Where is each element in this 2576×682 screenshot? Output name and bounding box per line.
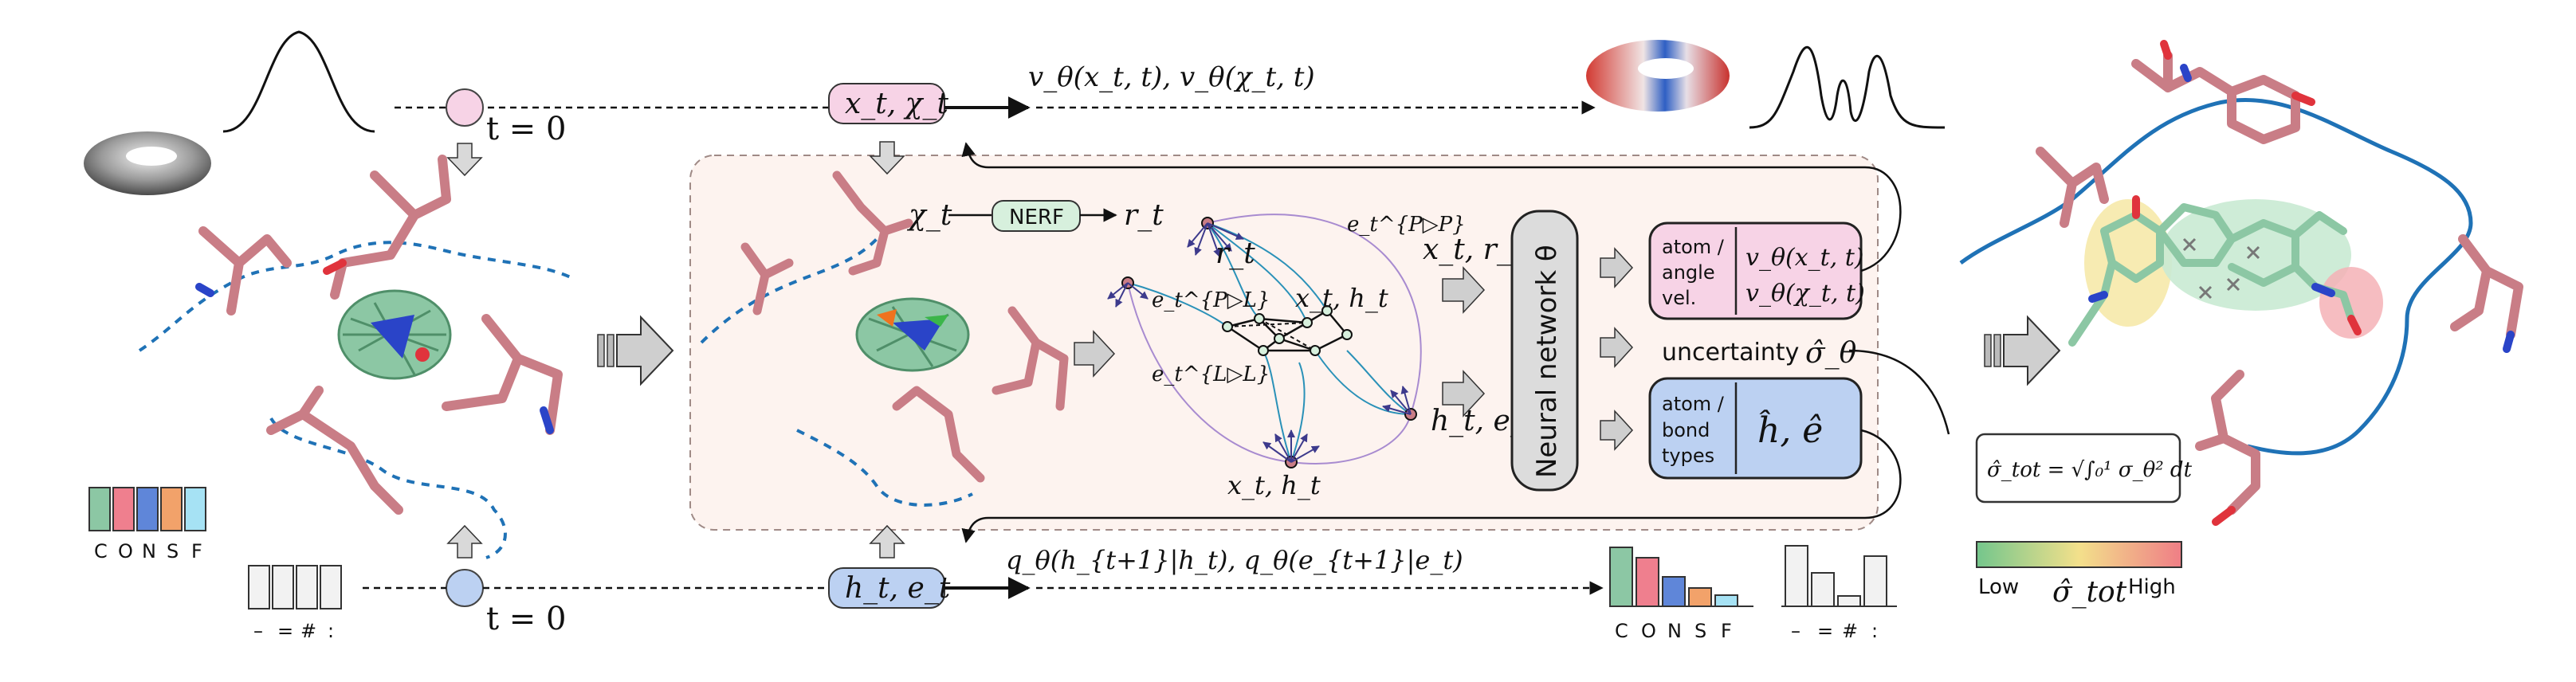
bottom-up-arrow: [446, 524, 483, 559]
ligand-cloud-left: [337, 289, 452, 380]
graph-r-t-label: r_t: [1215, 237, 1255, 270]
protein-pocket-dashed-lower: [269, 417, 507, 559]
svg-text:angle: angle: [1662, 261, 1715, 284]
velocity-output-box: atom / angle vel. v_θ(x_t, t) v_θ(χ_t, t…: [1648, 221, 1865, 320]
center-panel-frame: [689, 155, 1879, 531]
bond-type-legend-left: – = # :: [248, 565, 342, 642]
svg-text:#: #: [1842, 620, 1858, 642]
top-time-label: t = 0: [486, 111, 566, 147]
graph-e-ppl-label: e_t^{P▷L}: [1152, 288, 1270, 312]
uncertainty-to-formula: [1848, 349, 1950, 435]
svg-text:O: O: [1641, 620, 1656, 642]
svg-text::: :: [328, 620, 334, 642]
graph-x-h-mid-label: x_t, h_t: [1295, 283, 1388, 313]
gray-torus-icon: [84, 131, 211, 195]
top-state-box: [828, 83, 945, 124]
svg-text:–: –: [1791, 620, 1800, 642]
svg-text:N: N: [142, 540, 156, 562]
graph-e-ppp-label: e_t^{P▷P}: [1347, 213, 1466, 237]
interaction-graph: r_t e_t^{P▷P} e_t^{P▷L} e_t^{L▷L} x_t, h…: [1107, 213, 1466, 500]
bottom-state-label: h_t, e_t: [845, 572, 951, 605]
scene-to-graph-arrow: [1074, 330, 1116, 378]
nerf-label: NERF: [1009, 206, 1064, 229]
flow-arrow-right: [1984, 315, 2061, 386]
svg-text:v_θ(χ_t, t): v_θ(χ_t, t): [1745, 280, 1865, 308]
svg-text:=: =: [1817, 620, 1833, 642]
feedback-loop-top: [961, 142, 1902, 272]
right-panel: σ̂_tot = √∫₀¹ σ_θ² dt Low High σ̂_tot: [1959, 40, 2523, 609]
neural-network-label: Neural network θ: [1531, 245, 1563, 478]
colorbar-high-label: High: [2128, 575, 2176, 599]
graph-x-h-bottom-label: x_t, h_t: [1227, 470, 1321, 500]
neural-network-box: [1510, 210, 1579, 492]
top-down-arrow: [446, 143, 483, 177]
protein-pocket-dashed: [138, 241, 575, 352]
sigma-tot-formula-box: [1975, 433, 2181, 504]
bottom-time-node: [446, 569, 484, 607]
flow-arrow-left: [597, 315, 674, 386]
left-panel: t = 0 C O: [84, 30, 829, 642]
svg-text:O: O: [118, 540, 133, 562]
final-atom-histogram: C O N S F: [1609, 547, 1753, 642]
svg-text:types: types: [1662, 445, 1714, 467]
svg-text:S: S: [1694, 620, 1706, 642]
svg-text:F: F: [191, 540, 202, 562]
svg-text:vel.: vel.: [1662, 287, 1696, 309]
r-t-inline-label: r_t: [1124, 199, 1164, 232]
svg-text:atom /: atom /: [1662, 236, 1725, 258]
chi-t-label: χ_t: [906, 199, 952, 232]
top-state-down-arrow: [869, 141, 905, 175]
final-bond-histogram: – = # :: [1781, 545, 1897, 642]
bottom-prob-label: q_θ(h_{t+1}|h_t), q_θ(e_{t+1}|e_t): [1006, 545, 1463, 575]
bottom-time-label: t = 0: [486, 601, 566, 637]
colorbar-sigma-label: σ̂_tot: [2052, 576, 2127, 609]
uncertainty-label: uncertainty: [1662, 339, 1799, 366]
svg-text:ĥ, ê: ĥ, ê: [1757, 409, 1823, 451]
svg-text:S: S: [167, 540, 179, 562]
residue-sticks-left: [198, 155, 563, 515]
svg-text:#: #: [300, 620, 316, 642]
final-torus-icon: [1586, 40, 1730, 112]
input-top-label: x_t, r_t: [1423, 233, 1523, 266]
svg-text:F: F: [1721, 620, 1732, 642]
svg-text:atom /: atom /: [1662, 393, 1725, 415]
input-top-arrow: [1442, 266, 1486, 314]
svg-text::: :: [1871, 620, 1878, 642]
sigma-tot-formula: σ̂_tot = √∫₀¹ σ_θ² dt: [1987, 458, 2193, 482]
type-output-box: atom / bond types ĥ, ê: [1648, 377, 1863, 480]
svg-text:C: C: [94, 540, 108, 562]
bottom-state-up-arrow: [869, 524, 905, 559]
svg-text:bond: bond: [1662, 419, 1710, 441]
colorbar: [1976, 541, 2182, 568]
svg-text:N: N: [1667, 620, 1682, 642]
svg-text:v_θ(x_t, t): v_θ(x_t, t): [1745, 244, 1864, 272]
sigma-theta-label: σ̂_θ: [1805, 337, 1857, 370]
input-bottom-arrow: [1442, 370, 1486, 417]
atom-type-legend-left: C O N S F: [88, 487, 206, 562]
feedback-loop-bottom: [961, 429, 1902, 543]
graph-e-lpl-label: e_t^{L▷L}: [1152, 363, 1270, 386]
top-velocity-label: v_θ(x_t, t), v_θ(χ_t, t): [1028, 61, 1315, 93]
multimodal-curve: [1749, 45, 1946, 129]
top-time-node: [446, 88, 484, 127]
svg-text:–: –: [253, 620, 263, 642]
colorbar-low-label: Low: [1978, 575, 2019, 599]
svg-text:=: =: [277, 620, 293, 642]
top-state-label: x_t, χ_t: [845, 88, 948, 120]
gaussian-prior-curve: [222, 30, 375, 133]
center-scene: [700, 170, 1069, 507]
svg-text:C: C: [1615, 620, 1628, 642]
